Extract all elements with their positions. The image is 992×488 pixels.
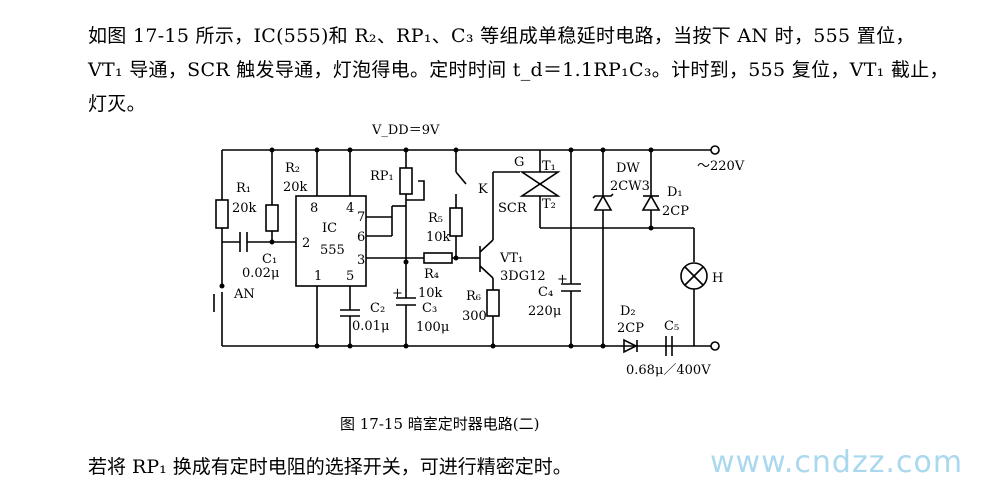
dw-zener: [593, 194, 613, 211]
d1-type: 2CP: [662, 204, 689, 219]
dw-label: DW: [616, 161, 640, 176]
k-label: K: [478, 182, 488, 197]
rp1-potentiometer: [399, 167, 413, 195]
r6-label: R₆: [466, 289, 481, 304]
description-line-2: VT₁ 导通，SCR 触发导通，灯泡得电。定时时间 t_d＝1.1RP₁C₃。计…: [88, 59, 949, 81]
d1-diode: [641, 194, 661, 211]
svg-text:+: +: [557, 272, 568, 287]
r5-label: R₅: [428, 211, 443, 226]
r4-label: R₄: [424, 267, 439, 282]
svg-text:7: 7: [357, 210, 365, 225]
svg-text:4: 4: [346, 201, 354, 216]
lamp-label: H: [712, 271, 723, 286]
d2-type: 2CP: [617, 321, 644, 336]
r1-label: R₁: [236, 181, 251, 196]
d2-diode: [623, 338, 638, 354]
ic-label: IC: [322, 221, 337, 236]
r5-value: 10k: [426, 230, 451, 245]
r2-value: 20k: [283, 180, 308, 195]
r6-resistor: [486, 289, 500, 317]
scr-label: SCR: [498, 201, 528, 216]
watermark: www.cndzz.com: [710, 445, 964, 480]
r5-resistor: [449, 207, 463, 237]
an-label: AN: [233, 287, 255, 302]
scr-triac: [519, 171, 561, 185]
r1-resistor: [215, 199, 229, 229]
svg-text:3: 3: [357, 253, 365, 268]
svg-text:8: 8: [310, 201, 318, 216]
k-switch: [455, 171, 467, 185]
svg-text:+: +: [392, 286, 403, 301]
dw-type: 2CW3: [610, 179, 650, 194]
scr-t1-label: T₁: [542, 159, 556, 174]
vdd-label: V_DD＝9V: [371, 123, 440, 138]
c1-label: C₁: [262, 252, 277, 267]
c3-value: 100μ: [416, 320, 449, 335]
figure-caption: 图 17-15 暗室定时器电路(二): [340, 415, 540, 433]
scr-t2-label: T₂: [542, 197, 556, 212]
c2-label: C₂: [370, 301, 385, 316]
scr-gate-label: G: [514, 155, 524, 170]
r4-resistor: [423, 252, 453, 264]
r6-value: 300: [462, 309, 487, 324]
vt1-label: VT₁: [499, 251, 523, 266]
r2-label: R₂: [285, 161, 300, 176]
rp1-label: RP₁: [370, 169, 394, 184]
ic-type: 555: [320, 243, 345, 258]
r2-resistor: [265, 204, 279, 232]
svg-text:2: 2: [302, 236, 310, 251]
d2-label: D₂: [620, 304, 636, 319]
c4-value: 220μ: [528, 304, 561, 319]
description-line-1: 如图 17-15 所示，IC(555)和 R₂、RP₁、C₃ 等组成单稳延时电路…: [88, 25, 915, 47]
svg-text:1: 1: [314, 269, 322, 284]
svg-text:6: 6: [357, 230, 365, 245]
ac-label: ～220V: [697, 159, 745, 174]
c3-label: C₃: [422, 301, 437, 316]
r4-value: 10k: [418, 286, 443, 301]
ic-555: [295, 195, 367, 287]
c5-value: 0.68μ／400V: [626, 363, 711, 378]
r1-value: 20k: [232, 201, 257, 216]
c1-value: 0.02μ: [242, 266, 279, 281]
ac-terminal-bottom: [710, 341, 720, 351]
ac-terminal-top: [710, 145, 720, 155]
vt1-type: 3DG12: [500, 269, 546, 284]
d1-label: D₁: [667, 185, 683, 200]
description-line-3: 灯灭。: [88, 93, 146, 115]
footer-text: 若将 RP₁ 换成有定时电阻的选择开关，可进行精密定时。: [88, 456, 572, 478]
c2-value: 0.01μ: [352, 319, 389, 334]
c5-label: C₅: [664, 319, 679, 334]
svg-text:5: 5: [346, 269, 354, 284]
c4-label: C₄: [538, 285, 553, 300]
